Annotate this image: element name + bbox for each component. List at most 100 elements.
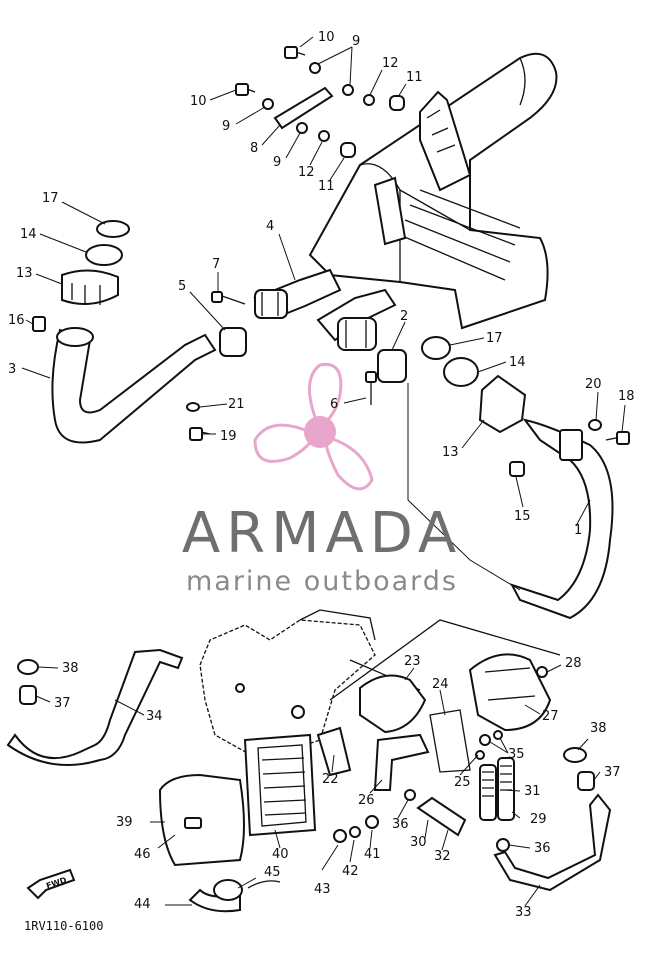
- label-13: 13: [442, 445, 459, 460]
- left-exhaust-pipe: [32, 220, 247, 444]
- leader-lines: [21, 36, 626, 907]
- label-16: 16: [8, 313, 25, 328]
- part-43: [333, 829, 347, 843]
- label-4: 4: [266, 219, 274, 234]
- label-12: 12: [298, 165, 315, 180]
- gasket-17-left: [96, 220, 130, 238]
- label-11: 11: [406, 70, 423, 85]
- washer-9-a: [309, 62, 321, 74]
- label-9: 9: [222, 119, 230, 134]
- top-hardware: [235, 46, 405, 158]
- label-10: 10: [190, 94, 207, 109]
- pipe-33: [493, 793, 612, 892]
- gasket-17-right: [421, 336, 451, 360]
- hose-34: [6, 648, 184, 766]
- elbow-26: [373, 733, 430, 791]
- clamp-2: [337, 317, 377, 351]
- label-9: 9: [352, 34, 360, 49]
- washer-20: [588, 419, 602, 431]
- label-20: 20: [585, 377, 602, 392]
- label-30: 30: [410, 835, 427, 850]
- watermark: ARMADA marine outboards: [182, 362, 462, 597]
- label-42: 42: [342, 864, 359, 879]
- part-41: [365, 815, 379, 829]
- label-38: 38: [590, 721, 607, 736]
- label-44: 44: [134, 897, 151, 912]
- nut-25: [475, 750, 485, 760]
- nut-16: [32, 316, 46, 332]
- washer-9-d: [296, 122, 308, 134]
- label-14: 14: [20, 227, 37, 242]
- pipe-32: [416, 796, 467, 837]
- damper-11-b: [340, 142, 356, 158]
- label-21: 21: [228, 397, 245, 412]
- washer-35-a: [479, 734, 491, 746]
- gasket-2: [377, 349, 407, 383]
- hose-22: [316, 726, 352, 777]
- label-37: 37: [54, 696, 71, 711]
- label-2: 2: [400, 309, 408, 324]
- label-5: 5: [178, 279, 186, 294]
- air-induction-assembly: [6, 609, 612, 913]
- bolt-6: [365, 371, 377, 405]
- pipe-3: [51, 328, 217, 444]
- label-39: 39: [116, 815, 133, 830]
- pipe-1: [509, 418, 614, 620]
- propeller-logo: [253, 362, 374, 491]
- reference-code: 1RV110-6100: [24, 919, 103, 933]
- label-1: 1: [574, 523, 582, 538]
- cap-37-left: [19, 685, 37, 705]
- label-22: 22: [322, 772, 339, 787]
- label-40: 40: [272, 847, 289, 862]
- label-41: 41: [364, 847, 381, 862]
- clamp-38-right: [563, 747, 587, 763]
- label-6: 6: [330, 397, 338, 412]
- label-46: 46: [134, 847, 151, 862]
- label-28: 28: [565, 656, 582, 671]
- washer-9-b: [342, 84, 354, 96]
- label-14: 14: [509, 355, 526, 370]
- label-34: 34: [146, 709, 163, 724]
- bracket-8: [273, 86, 334, 130]
- bolt-10-a: [284, 46, 306, 59]
- collar-12-b: [318, 130, 330, 142]
- label-18: 18: [618, 389, 635, 404]
- hose-31: [479, 764, 497, 821]
- damper-11-a: [389, 95, 405, 111]
- nut-13-left: [61, 269, 119, 305]
- clip-45: [213, 879, 243, 901]
- label-24: 24: [432, 677, 449, 692]
- reed-valve-27: [468, 653, 552, 732]
- bolt-7: [211, 291, 246, 305]
- label-26: 26: [358, 793, 375, 808]
- screw-28: [536, 666, 548, 678]
- label-37: 37: [604, 765, 621, 780]
- label-15: 15: [514, 509, 531, 524]
- label-3: 3: [8, 362, 16, 377]
- washer-21: [186, 402, 200, 412]
- label-23: 23: [404, 654, 421, 669]
- label-13: 13: [16, 266, 33, 281]
- label-29: 29: [530, 812, 547, 827]
- muffler-assembly: [253, 52, 558, 351]
- clamp-4: [254, 289, 288, 319]
- label-36: 36: [392, 817, 409, 832]
- label-8: 8: [250, 141, 258, 156]
- label-31: 31: [524, 784, 541, 799]
- gasket-5: [219, 327, 247, 357]
- clip-36-b: [496, 838, 510, 852]
- valve-23: [359, 674, 427, 734]
- clip-36-a: [404, 789, 416, 801]
- label-9: 9: [273, 155, 281, 170]
- label-38: 38: [62, 661, 79, 676]
- right-exhaust-pipe: [365, 336, 630, 620]
- hose-29: [497, 757, 515, 821]
- watermark-title: ARMADA: [182, 501, 462, 566]
- bracket-24: [429, 709, 471, 773]
- label-43: 43: [314, 882, 331, 897]
- bolt-10-b: [235, 83, 256, 96]
- label-12: 12: [382, 56, 399, 71]
- forward-arrow: FWD: [26, 868, 76, 900]
- ring-14-right: [443, 357, 479, 387]
